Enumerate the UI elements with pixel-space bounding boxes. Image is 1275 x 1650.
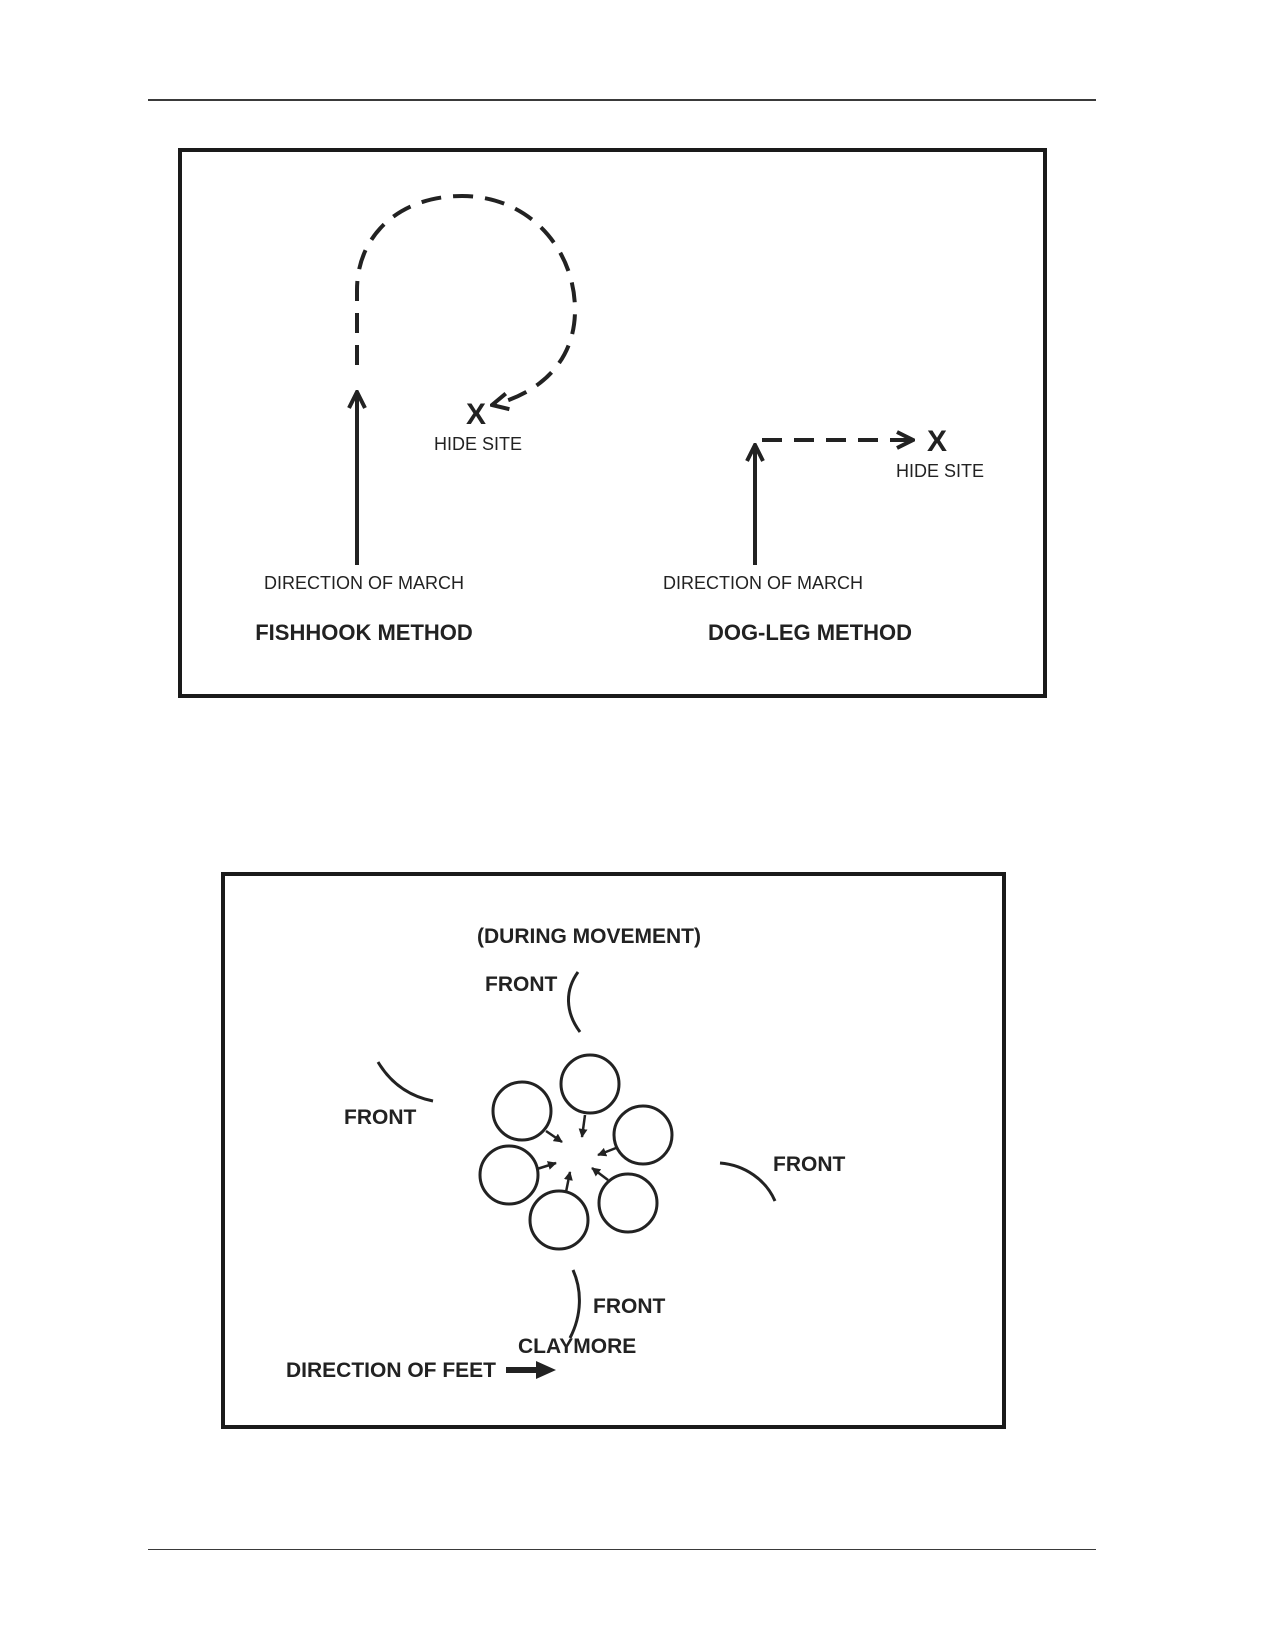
figure-perimeter-formation: (DURING MOVEMENT) FRONT FRONT FRONT FRON…: [221, 872, 1006, 1429]
claymore-label: CLAYMORE: [518, 1335, 636, 1358]
direction-of-feet-arrow-icon: [506, 1361, 556, 1379]
soldier-circle: [597, 1172, 659, 1234]
front-label-bottom: FRONT: [593, 1295, 665, 1318]
fishhook-diagram: X HIDE SITE DIRECTION OF MARCH FISHHOOK …: [255, 193, 578, 645]
soldier-circle: [478, 1144, 540, 1206]
front-arc-left: [376, 1061, 434, 1103]
hide-site-x-mark: X: [466, 398, 486, 431]
soldier-circle: [491, 1080, 553, 1142]
front-label-left: FRONT: [344, 1106, 416, 1129]
direction-of-march-label: DIRECTION OF MARCH: [663, 573, 863, 593]
figure2-frame: [221, 872, 1006, 1429]
soldier-circle: [612, 1104, 674, 1166]
feet-arrow: [536, 1161, 557, 1171]
hide-site-x-mark: X: [927, 425, 947, 458]
feet-arrow: [563, 1171, 573, 1193]
dogleg-diagram: X HIDE SITE DIRECTION OF MARCH DOG-LEG M…: [663, 425, 984, 645]
front-arc-right: [719, 1161, 777, 1202]
front-arc-bottom: [568, 1269, 581, 1339]
figure1-frame: [178, 148, 1047, 698]
hide-site-label: HIDE SITE: [434, 434, 522, 454]
front-label-top: FRONT: [485, 973, 557, 996]
soldier-circle: [559, 1053, 621, 1115]
header-rule: [148, 99, 1096, 101]
front-arc-top: [567, 971, 582, 1033]
feet-arrow: [591, 1167, 609, 1181]
soldier-circle: [528, 1189, 590, 1251]
feet-arrow: [545, 1129, 563, 1144]
feet-arrow: [578, 1114, 588, 1138]
front-label-right: FRONT: [773, 1153, 845, 1176]
direction-of-feet-label: DIRECTION OF FEET: [286, 1359, 496, 1382]
feet-arrows: [536, 1114, 617, 1193]
hide-site-label: HIDE SITE: [896, 461, 984, 481]
dogleg-method-title: DOG-LEG METHOD: [708, 620, 912, 645]
soldier-circles: [478, 1053, 674, 1251]
figure-hide-site-methods: X HIDE SITE DIRECTION OF MARCH FISHHOOK …: [178, 148, 1047, 698]
during-movement-heading: (DURING MOVEMENT): [477, 925, 701, 948]
footer-rule: [148, 1549, 1096, 1550]
fishhook-dashed-path: [355, 193, 578, 405]
fishhook-method-title: FISHHOOK METHOD: [255, 620, 473, 645]
direction-of-march-label: DIRECTION OF MARCH: [264, 573, 464, 593]
feet-arrow: [597, 1146, 617, 1157]
